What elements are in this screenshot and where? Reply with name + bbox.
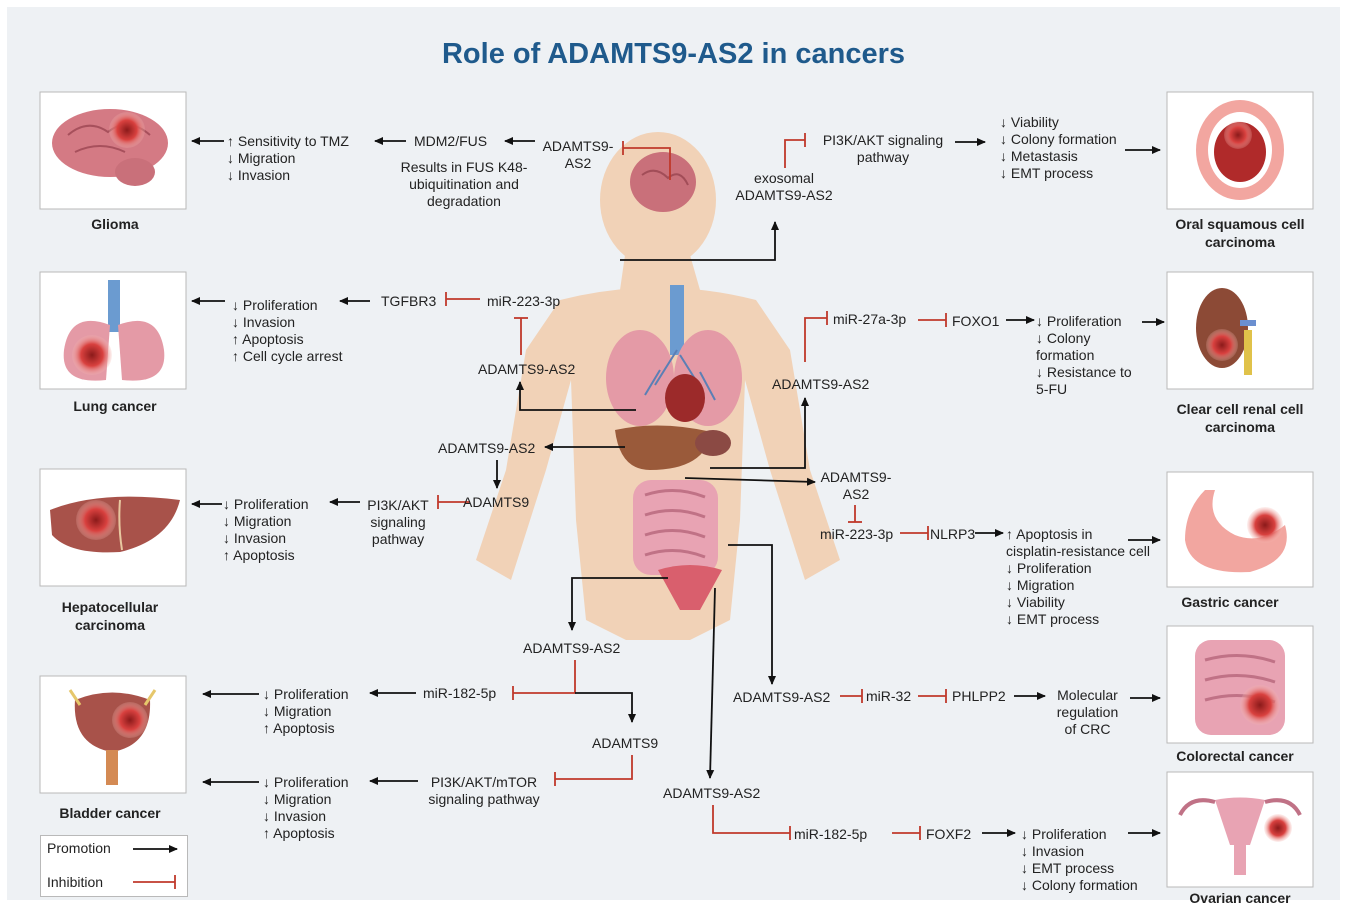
ov-mir-182-5p: miR-182-5p [794,826,867,843]
bladder-image-box [40,676,186,793]
ov-foxf2: FOXF2 [926,826,971,843]
cancer-label-ccrcc: Clear cell renal cell carcinoma [1155,400,1325,436]
oscc-image-box [1167,92,1313,209]
rcc-effects: ↓ Proliferation ↓ Colony formation ↓ Res… [1036,313,1132,398]
bladder-mir-182-5p: miR-182-5p [423,685,496,702]
cancer-label-oscc: Oral squamous cell carcinoma [1155,215,1325,251]
hcc-effects: ↓ Proliferation ↓ Migration ↓ Invasion ↑… [223,496,309,564]
bladder-effects-2: ↓ Proliferation ↓ Migration ↓ Invasion ↑… [263,774,349,842]
bladder-adamts9: ADAMTS9 [592,735,658,752]
crc-effects: Molecular regulation of CRC [1045,687,1130,738]
oscc-effects: ↓ Viability ↓ Colony formation ↓ Metasta… [1000,114,1117,182]
rcc-image-box [1167,272,1313,389]
legend-inhibition: Inhibition [47,874,103,891]
ovarian-image-box [1167,772,1313,887]
gastric-nlrp3: NLRP3 [930,526,975,543]
bladder-effects-1: ↓ Proliferation ↓ Migration ↑ Apoptosis [263,686,349,737]
lung-tgfbr3: TGFBR3 [381,293,436,310]
cancer-label-gastric: Gastric cancer [1155,593,1305,611]
ov-adamts9-as2: ADAMTS9-AS2 [663,785,760,802]
oscc-exosomal-adamts9-as2: exosomal ADAMTS9-AS2 [724,170,844,204]
lungs-icon [606,330,674,426]
hcc-adamts9: ADAMTS9 [463,494,529,511]
gastric-mir-223-3p: miR-223-3p [820,526,893,543]
cancer-label-glioma: Glioma [40,215,190,233]
bladder-adamts9-as2: ADAMTS9-AS2 [523,640,620,657]
glioma-mdm2-fus: MDM2/FUS [414,133,487,150]
glioma-image-box [40,92,186,209]
stomach-icon [695,430,731,456]
lung-effects: ↓ Proliferation ↓ Invasion ↑ Apoptosis ↑… [232,297,342,365]
lung-adamts9-as2: ADAMTS9-AS2 [478,361,575,378]
glioma-note: Results in FUS K48- ubiquitination and d… [390,159,538,210]
crc-image-box [1167,626,1313,743]
bladder-pi3k-akt-mtor: PI3K/AKT/mTOR signaling pathway [418,774,550,808]
lung-image-box [40,272,186,389]
oscc-pi3k-akt: PI3K/AKT signaling pathway [812,132,954,166]
crc-adamts9-as2: ADAMTS9-AS2 [733,689,830,706]
glioma-effects: ↑ Sensitivity to TMZ ↓ Migration ↓ Invas… [227,133,349,184]
gastric-adamts9-as2: ADAMTS9- AS2 [815,469,897,503]
rcc-adamts9-as2: ADAMTS9-AS2 [772,376,869,393]
cancer-label-ovarian: Ovarian cancer [1165,889,1315,907]
trachea-icon [670,285,684,355]
ov-effects: ↓ Proliferation ↓ Invasion ↓ EMT process… [1021,826,1138,894]
cancer-label-bladder: Bladder cancer [35,804,185,822]
cancer-label-lung: Lung cancer [40,397,190,415]
glioma-adamts9-as2: ADAMTS9- AS2 [538,138,618,172]
hcc-image-box [40,469,186,586]
rcc-foxo1: FOXO1 [952,313,999,330]
diagram-title: Role of ADAMTS9-AS2 in cancers [0,38,1347,71]
hcc-pi3k-akt: PI3K/AKT signaling pathway [353,497,443,548]
heart-icon [665,374,705,422]
cancer-label-colorectal: Colorectal cancer [1160,747,1310,765]
lung-mir-223-3p: miR-223-3p [487,293,560,310]
rcc-mir-27a-3p: miR-27a-3p [833,311,906,328]
legend: Promotion Inhibition [40,835,188,897]
hcc-adamts9-as2: ADAMTS9-AS2 [438,440,535,457]
legend-promotion: Promotion [47,840,111,857]
gastric-effects: ↑ Apoptosis in cisplatin-resistance cell… [1006,526,1150,628]
crc-phlpp2: PHLPP2 [952,688,1006,705]
crc-mir-32: miR-32 [866,688,911,705]
cancer-label-hcc: Hepatocellular carcinoma [35,598,185,634]
gastric-image-box [1167,472,1313,587]
